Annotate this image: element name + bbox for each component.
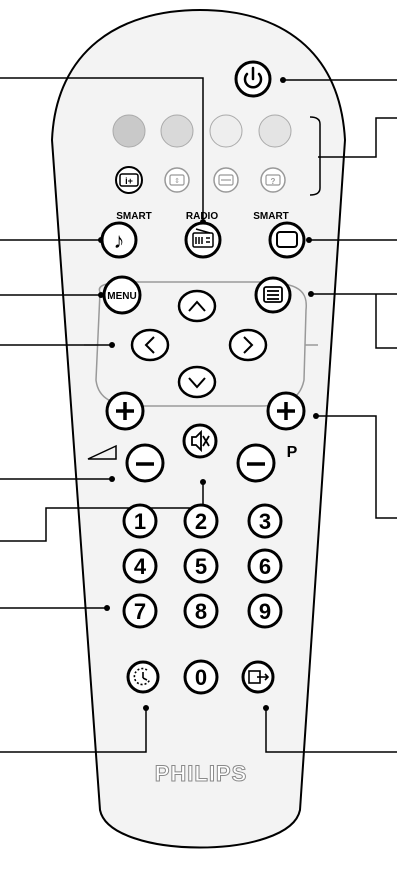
volume-down-button[interactable] bbox=[127, 445, 163, 481]
digit-6-button[interactable]: 6 bbox=[249, 550, 281, 582]
smart-picture-button[interactable] bbox=[270, 223, 304, 257]
yellow-key[interactable] bbox=[210, 115, 242, 147]
menu-label: MENU bbox=[107, 291, 136, 302]
digit-label: 5 bbox=[195, 554, 207, 579]
input-source-button[interactable] bbox=[243, 662, 273, 692]
digit-4-button[interactable]: 4 bbox=[124, 550, 156, 582]
digit-label: 9 bbox=[259, 599, 271, 624]
teletext-split-button[interactable] bbox=[214, 168, 238, 192]
digit-label: 6 bbox=[259, 554, 271, 579]
brand-logo: PHILIPS bbox=[155, 761, 248, 786]
svg-text:i+: i+ bbox=[125, 176, 133, 186]
volume-up-button[interactable] bbox=[107, 393, 143, 429]
program-up-button[interactable] bbox=[268, 393, 304, 429]
teletext-up-button[interactable]: ⇕ bbox=[165, 168, 189, 192]
smart-sound-label: SMART bbox=[116, 211, 152, 222]
svg-text:?: ? bbox=[271, 177, 276, 186]
cursor-up-button[interactable] bbox=[179, 291, 215, 321]
menu-button[interactable]: MENU bbox=[104, 277, 140, 313]
digit-label: 4 bbox=[134, 554, 147, 579]
digit-8-button[interactable]: 8 bbox=[185, 595, 217, 627]
digit-label: 0 bbox=[195, 665, 207, 690]
cursor-right-button[interactable] bbox=[230, 330, 266, 360]
digit-label: 8 bbox=[195, 599, 207, 624]
cursor-down-button[interactable] bbox=[179, 367, 215, 397]
digit-label: 7 bbox=[134, 599, 146, 624]
teletext-reveal-button[interactable]: ? bbox=[261, 168, 285, 192]
program-down-button[interactable] bbox=[238, 445, 274, 481]
radio-button[interactable] bbox=[186, 223, 220, 257]
digit-label: 2 bbox=[195, 509, 207, 534]
program-label: P bbox=[287, 444, 298, 461]
red-key[interactable] bbox=[113, 115, 145, 147]
digit-9-button[interactable]: 9 bbox=[249, 595, 281, 627]
info-button[interactable]: i+ bbox=[116, 167, 142, 193]
digit-5-button[interactable]: 5 bbox=[185, 550, 217, 582]
cursor-left-button[interactable] bbox=[132, 330, 168, 360]
smart-sound-button[interactable]: ♪ bbox=[102, 223, 136, 257]
digit-3-button[interactable]: 3 bbox=[249, 505, 281, 537]
digit-7-button[interactable]: 7 bbox=[124, 595, 156, 627]
smart-picture-label: SMART bbox=[253, 211, 289, 222]
sleep-timer-button[interactable] bbox=[128, 662, 158, 692]
green-key[interactable] bbox=[161, 115, 193, 147]
svg-text:⇕: ⇕ bbox=[174, 177, 180, 185]
digit-0-button[interactable]: 0 bbox=[185, 661, 217, 693]
music-note-icon: ♪ bbox=[114, 228, 125, 253]
teletext-button[interactable] bbox=[256, 278, 290, 312]
digit-2-button[interactable]: 2 bbox=[185, 505, 217, 537]
digit-label: 1 bbox=[134, 509, 146, 534]
digit-label: 3 bbox=[259, 509, 271, 534]
blue-key[interactable] bbox=[259, 115, 291, 147]
radio-label: RADIO bbox=[186, 211, 218, 222]
power-button[interactable] bbox=[236, 62, 270, 96]
mute-button[interactable] bbox=[184, 425, 216, 457]
digit-1-button[interactable]: 1 bbox=[124, 505, 156, 537]
